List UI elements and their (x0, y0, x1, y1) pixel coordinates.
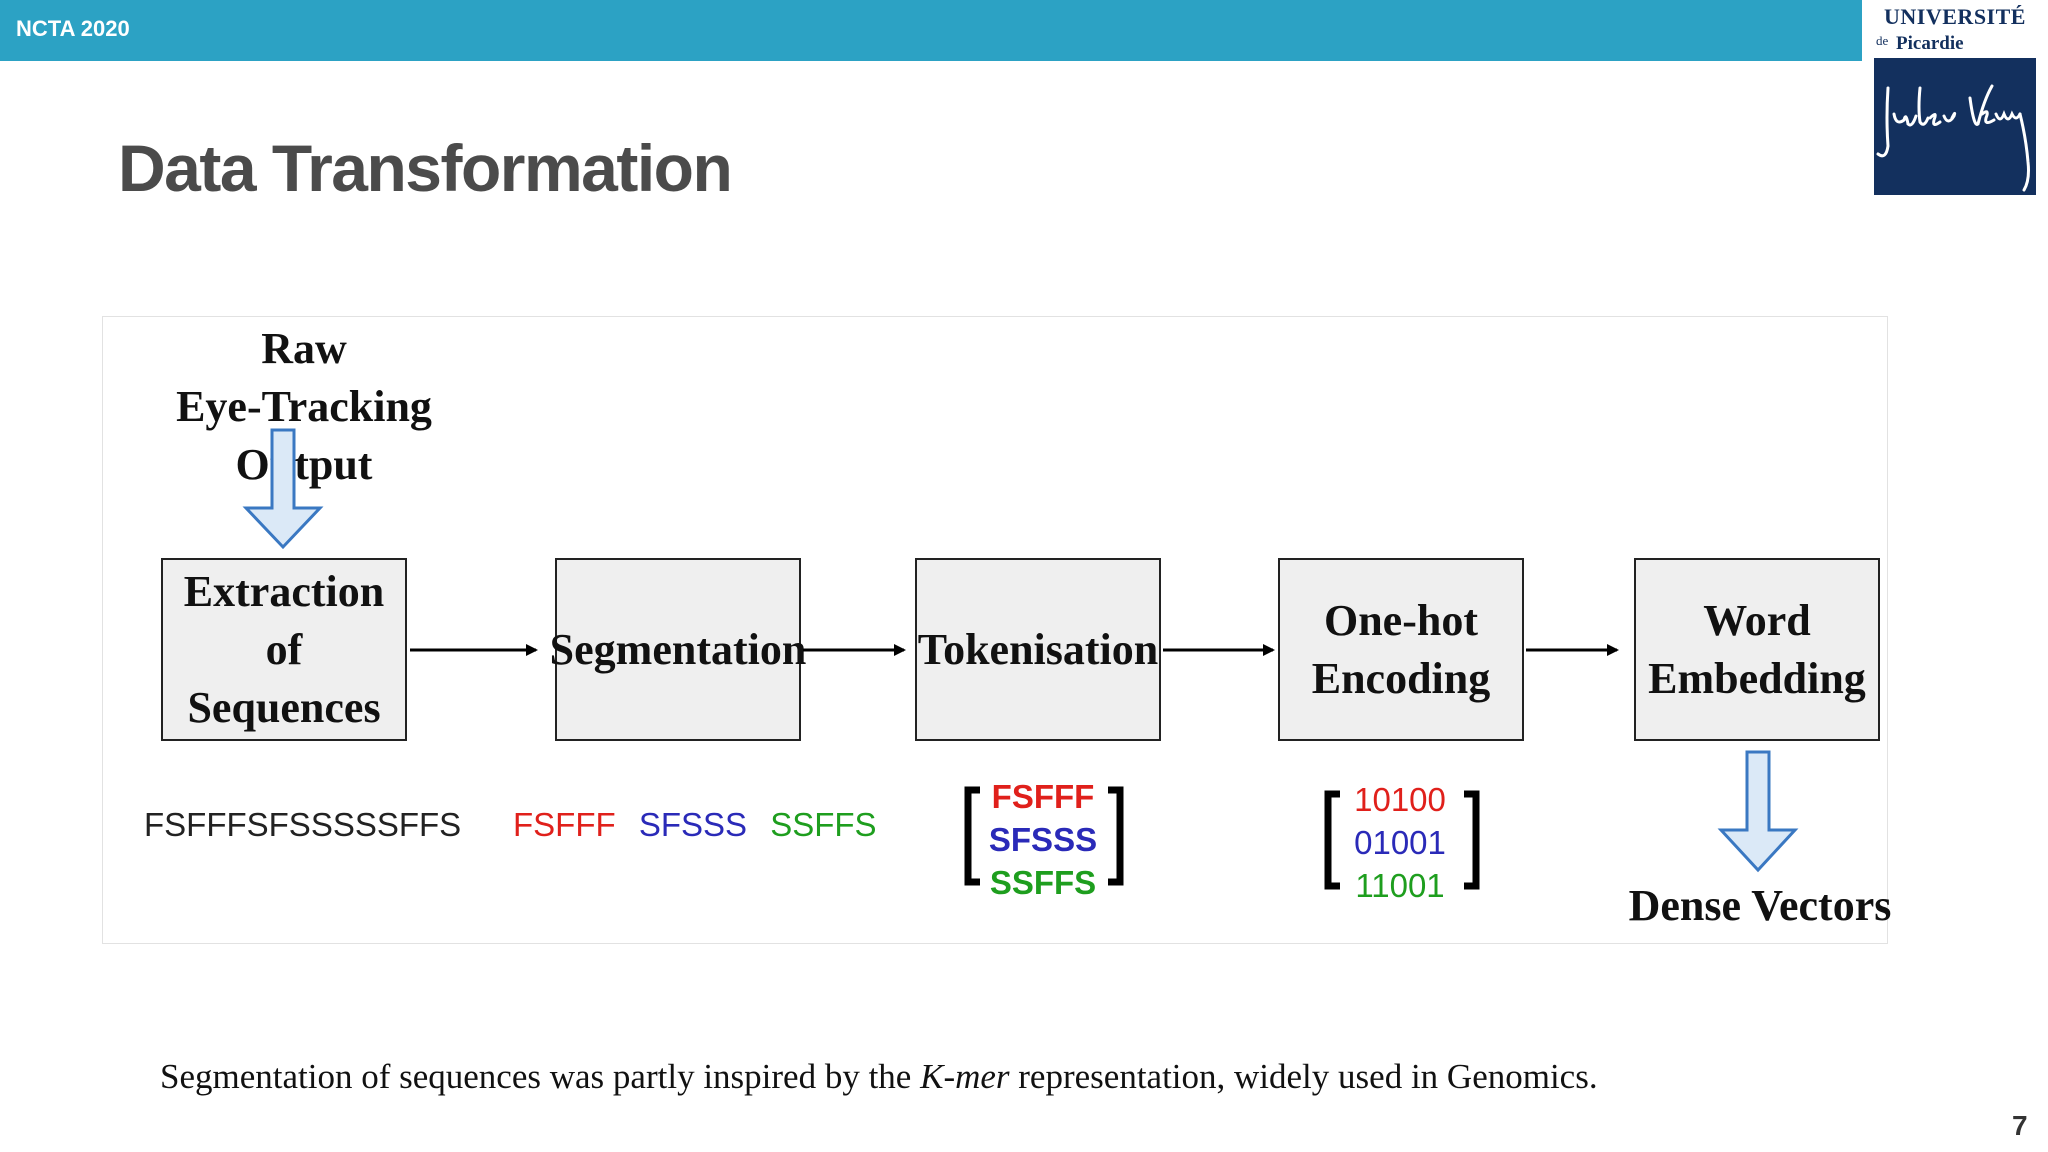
stage-label: Tokenisation (917, 624, 1159, 674)
stage-extraction-of-sequences: Extraction of Sequences (161, 558, 407, 741)
footnote: Segmentation of sequences was partly ins… (160, 1057, 1598, 1097)
stage-label-line-2: Embedding (1648, 653, 1866, 703)
logo-signature-panel (1874, 58, 2036, 195)
stage-label-line-2: Encoding (1311, 653, 1491, 703)
stage-label: Extraction of Sequences (167, 563, 401, 737)
segment-item: SSFFS (770, 806, 877, 843)
stage-label-line-1: One-hot (1323, 595, 1478, 645)
stage-label: One-hot Encoding (1312, 592, 1491, 708)
stage-tokenisation: Tokenisation (915, 558, 1161, 741)
segment-item: SFSSS (638, 806, 748, 843)
slide-title: Data Transformation (118, 131, 733, 205)
footnote-term: K-mer (920, 1057, 1010, 1096)
footnote-text-before: Segmentation of sequences was partly ins… (160, 1057, 921, 1096)
conference-label: NCTA 2020 (16, 16, 130, 41)
input-label-line-1: Raw (261, 324, 347, 373)
stage-label-line-1: Word (1703, 595, 1811, 645)
signature-icon (1876, 84, 2030, 192)
footnote-text-after: representation, widely used in Genomics. (1009, 1057, 1598, 1096)
stage-label-line-2: Sequences (187, 682, 381, 732)
token-row: SFSSS (988, 821, 1098, 858)
stage-label: Word Embedding (1648, 592, 1866, 708)
stage-label-line-1: Extraction of (183, 566, 385, 674)
header-bar: NCTA 2020 (0, 0, 1862, 61)
logo-de-text: de (1876, 33, 1889, 48)
onehot-row: 01001 (1354, 824, 1446, 861)
input-label: Raw Eye-Tracking Output (104, 320, 504, 494)
output-label: Dense Vectors (1628, 881, 1892, 930)
segments-example: FSFFF SFSSS SSFFS (513, 806, 891, 844)
raw-sequence-example: FSFFFSFSSSSSFFS (144, 806, 462, 843)
token-row: SSFFS (989, 864, 1097, 901)
stage-word-embedding: Word Embedding (1634, 558, 1880, 741)
logo-university-text: UNIVERSITÉ (1884, 4, 2026, 29)
token-matrix: FSFFF SFSSS SSFFS (988, 775, 1098, 904)
onehot-matrix: 10100 01001 11001 (1345, 778, 1455, 907)
stage-label: Segmentation (549, 624, 807, 674)
stage-one-hot-encoding: One-hot Encoding (1278, 558, 1524, 741)
university-logo: UNIVERSITÉ de Picardie (1872, 0, 2038, 197)
page-number: 7 (2012, 1110, 2028, 1141)
input-label-line-2: Eye-Tracking Output (176, 382, 432, 489)
stage-segmentation: Segmentation (550, 558, 806, 741)
onehot-row: 10100 (1354, 781, 1446, 818)
logo-region-text: Picardie (1896, 33, 1964, 54)
onehot-row: 11001 (1355, 867, 1445, 904)
token-row: FSFFF (991, 778, 1095, 815)
segment-item: FSFFF (513, 806, 616, 843)
